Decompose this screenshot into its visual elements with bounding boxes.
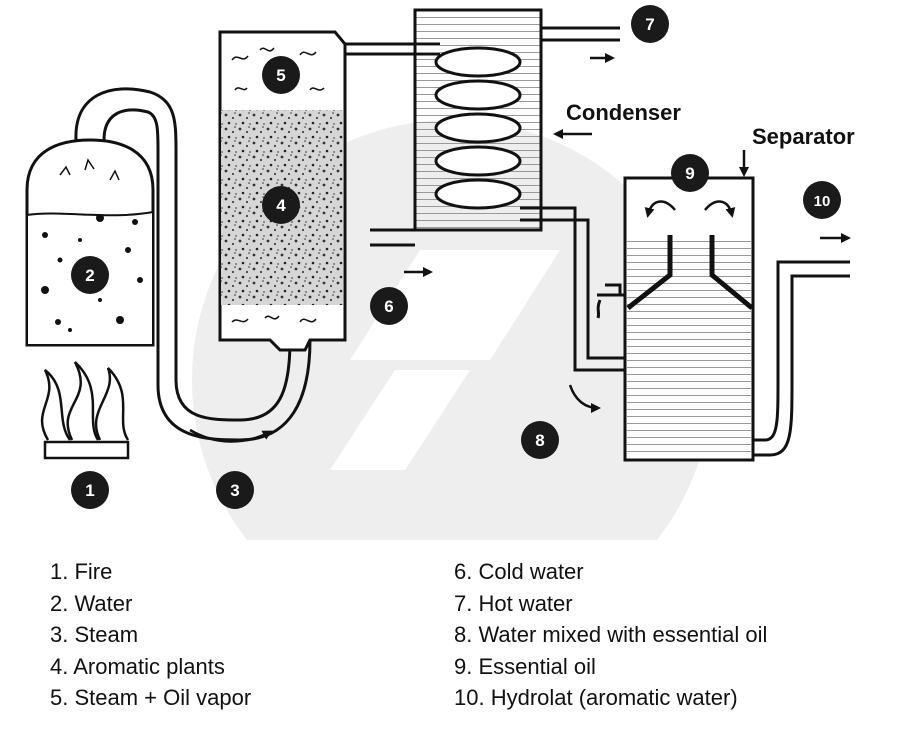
step-marker-5: 5	[262, 56, 300, 94]
separator-label: Separator	[752, 124, 855, 149]
step-marker-label: 6	[384, 297, 393, 316]
step-marker-label: 4	[276, 196, 286, 215]
legend-item-water: 2. Water	[50, 590, 133, 616]
legend-item-cold-water: 6. Cold water	[454, 559, 584, 584]
step-marker-label: 2	[85, 266, 94, 285]
legend-item-steam-oil-vapor: 5. Steam + Oil vapor	[50, 685, 252, 710]
step-markers: 1 2 3 4 5 6 7 8 9 10	[71, 5, 841, 509]
legend-item-aromatic-plants: 4. Aromatic plants	[50, 653, 225, 679]
step-marker-9: 9	[671, 154, 709, 192]
step-marker-label: 5	[276, 66, 285, 85]
boiler-vessel	[25, 138, 155, 347]
flow-arrows	[189, 53, 851, 443]
condenser-label: Condenser	[566, 100, 681, 125]
step-marker-3: 3	[216, 471, 254, 509]
condenser	[370, 8, 625, 372]
legend-item-steam: 3. Steam	[50, 622, 139, 647]
step-marker-label: 3	[230, 481, 239, 500]
legend-item-hydrolat: 10. Hydrolat (aromatic water)	[454, 685, 738, 710]
legend-left: 1. Fire 2. Water 3. Steam 4. Aromatic pl…	[50, 556, 251, 714]
step-marker-label: 7	[645, 15, 654, 34]
step-marker-label: 9	[685, 164, 694, 183]
fire-flames	[40, 361, 130, 460]
step-marker-8: 8	[521, 421, 559, 459]
step-marker-label: 10	[814, 193, 831, 210]
step-marker-label: 8	[535, 431, 544, 450]
step-marker-1: 1	[71, 471, 109, 509]
distillation-diagram: 1 2 3 4 5 6 7 8 9 10	[25, 5, 851, 540]
step-marker-label: 1	[85, 481, 94, 500]
legend-item-water-essential-oil: 8. Water mixed with essential oil	[454, 622, 768, 647]
legend-item-hot-water: 7. Hot water	[454, 590, 573, 616]
legend-item-essential-oil: 9. Essential oil	[454, 653, 596, 679]
step-marker-4: 4	[262, 186, 300, 224]
step-marker-7: 7	[631, 5, 669, 43]
step-marker-6: 6	[370, 287, 408, 325]
step-marker-2: 2	[71, 256, 109, 294]
step-marker-10: 10	[803, 181, 841, 219]
legend-item-fire: 1. Fire	[50, 559, 113, 584]
steam-pipe	[74, 87, 312, 442]
legend-right: 6. Cold water 7. Hot water 8. Water mixe…	[454, 556, 767, 714]
separator-vessel	[596, 176, 850, 462]
